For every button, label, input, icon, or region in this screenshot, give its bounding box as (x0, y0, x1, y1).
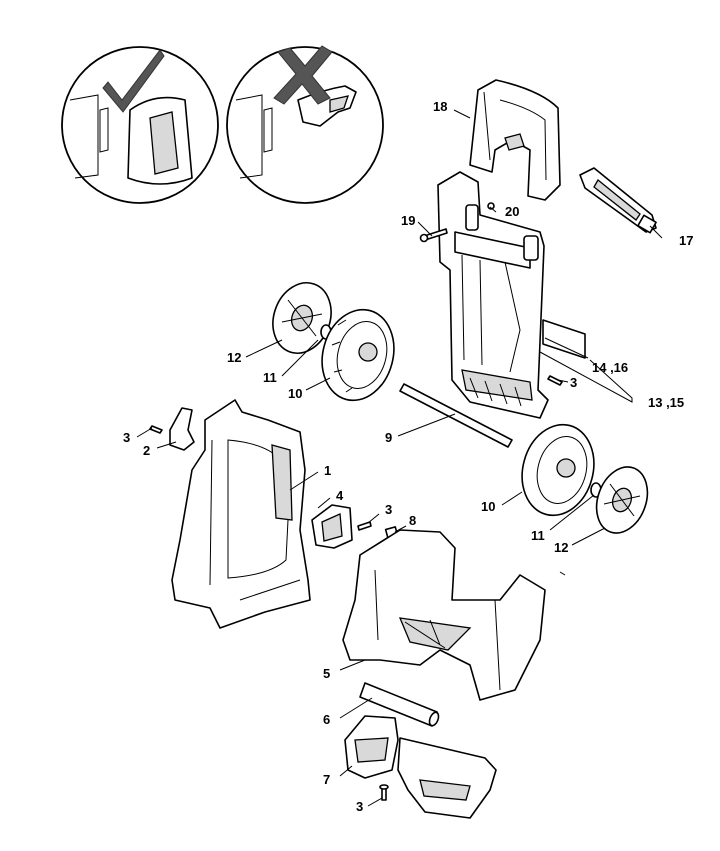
upper-frame-part (437, 171, 549, 419)
handle-part (469, 79, 561, 201)
callout-14-16: 14 ,16 (592, 360, 628, 375)
callout-10-left: 10 (288, 386, 302, 401)
callout-13-15: 13 ,15 (648, 395, 684, 410)
foot-7 (344, 715, 497, 819)
screw-19 (419, 228, 448, 243)
leader-lines (136, 109, 663, 807)
tube-6 (359, 682, 440, 727)
label-plate (542, 319, 586, 359)
callout-labels: 18 20 17 19 12 11 10 14 ,16 3 13 ,15 9 3… (123, 99, 693, 814)
wheel-10-left (321, 308, 395, 402)
callout-17: 17 (679, 233, 693, 248)
callout-12-right: 12 (554, 540, 568, 555)
callout-9: 9 (385, 430, 392, 445)
wheel-cover-12-left (272, 282, 332, 354)
screw-3-left (149, 425, 163, 434)
knob-2 (169, 407, 195, 451)
callout-19: 19 (401, 213, 415, 228)
check-mark-icon (102, 49, 165, 113)
callout-3-frame: 3 (570, 375, 577, 390)
callout-20: 20 (505, 204, 519, 219)
callout-7: 7 (323, 772, 330, 787)
screw-20 (487, 202, 495, 210)
wheel-10-right (521, 423, 595, 517)
callout-4: 4 (336, 488, 344, 503)
callout-6: 6 (323, 712, 330, 727)
incorrect-mount-inset (226, 45, 384, 204)
callout-11-left: 11 (263, 370, 277, 385)
callout-3-bottom: 3 (356, 799, 363, 814)
base-5 (342, 529, 546, 701)
cross-mark-icon (273, 45, 333, 105)
callout-18: 18 (433, 99, 447, 114)
axle-9 (399, 383, 513, 448)
callout-3-left: 3 (123, 430, 130, 445)
callout-2: 2 (143, 443, 150, 458)
callout-8: 8 (409, 513, 416, 528)
correct-mount-inset (61, 46, 219, 204)
callout-11-right: 11 (531, 528, 545, 543)
callout-1: 1 (324, 463, 331, 478)
callout-12-left: 12 (227, 350, 241, 365)
cover-4 (311, 504, 353, 549)
callout-3-cover: 3 (385, 502, 392, 517)
screw-3-bottom (379, 784, 389, 801)
screw-3-cover (357, 521, 372, 531)
hose-holder-part (579, 167, 657, 234)
wheel-cover-12-right (595, 466, 649, 534)
callout-5: 5 (323, 666, 330, 681)
lower-frame-1 (171, 399, 311, 629)
callout-10-right: 10 (481, 499, 495, 514)
